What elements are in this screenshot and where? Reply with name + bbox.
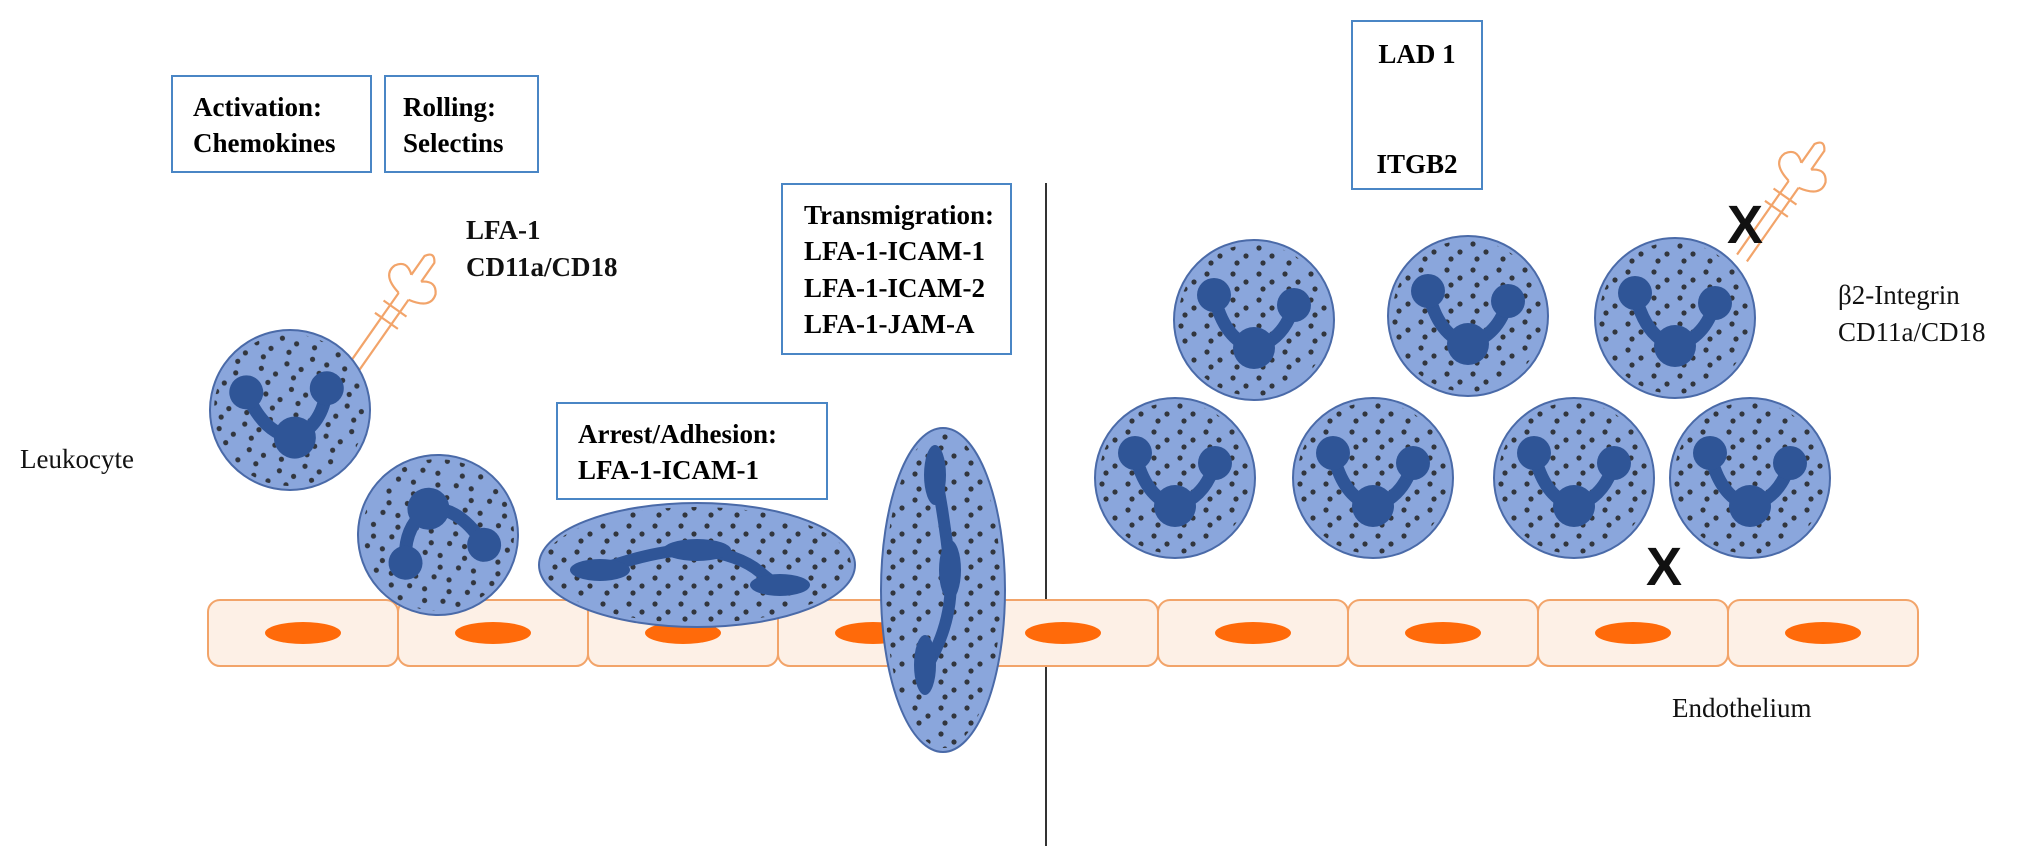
leukocyte-arrested [538,502,856,628]
lad-box: LAD 1 ITGB2 [1351,20,1483,190]
rolling-sub: Selectins [403,128,504,159]
leukocyte-rolling [197,317,382,502]
transmigration-line1: LFA-1-ICAM-1 [804,236,985,267]
activation-box: Activation: Chemokines [171,75,372,173]
endothelium-label: Endothelium [1672,693,1812,723]
activation-title: Activation: [193,92,322,122]
integrin-label: β2-Integrin [1838,280,1960,310]
rolling-box: Rolling: Selectins [384,75,539,173]
rolling-title: Rolling: [403,92,497,122]
arrest-title: Arrest/Adhesion: [578,419,777,449]
leukocyte-cluster [1095,236,1830,558]
transmigration-title: Transmigration: [804,200,994,230]
leukocyte-label: Leukocyte [20,444,134,474]
transmigration-line3: LFA-1-JAM-A [804,309,975,340]
transmigration-line2: LFA-1-ICAM-2 [804,272,985,303]
block-mark-adhesion: X [1646,537,1683,597]
transmigration-box: Transmigration: LFA-1-ICAM-1 LFA-1-ICAM-… [781,183,1012,355]
lad-gene: ITGB2 [1376,149,1458,180]
integrin-cd-label: CD11a/CD18 [1838,317,1986,347]
lfa1-label: LFA-1 [466,215,541,245]
lfa1-cd-label: CD11a/CD18 [466,252,618,282]
leukocyte-transmigrating [880,427,1006,753]
block-mark-receptor: X [1727,195,1764,255]
arrest-box: Arrest/Adhesion: LFA-1-ICAM-1 [556,402,828,500]
lad-title: LAD 1 [1378,39,1456,69]
activation-sub: Chemokines [193,128,336,159]
arrest-sub: LFA-1-ICAM-1 [578,455,759,486]
